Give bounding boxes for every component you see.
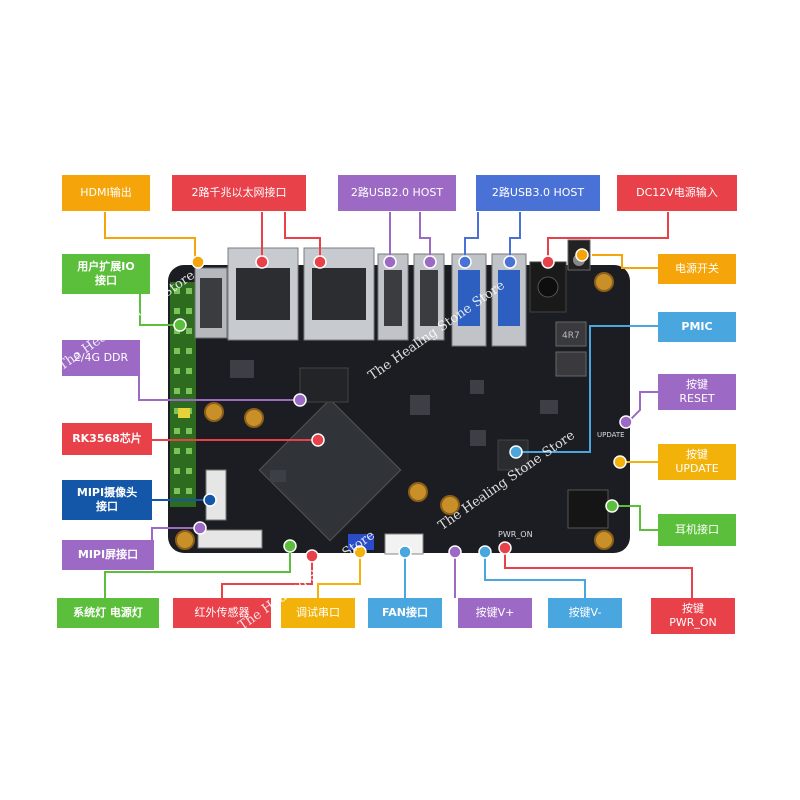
label-mipi-camera: MIPI摄像头 接口: [62, 480, 152, 520]
label-debug-uart: 调试串口: [281, 598, 355, 628]
label-ir-sensor: 红外传感器: [173, 598, 271, 628]
leader-usb3-1: [464, 212, 479, 262]
leader-ir: [221, 558, 313, 598]
debug-uart-header: [348, 534, 374, 550]
board-silk-update: UPDATE: [597, 431, 625, 439]
label-dc-power: DC12V电源输入: [617, 175, 737, 211]
smd-components: [230, 360, 558, 482]
label-volume-down: 按键V-: [548, 598, 622, 628]
leader-dc: [547, 212, 669, 262]
label-ddr: 2/4G DDR: [62, 340, 140, 376]
label-user-io: 用户扩展IO 接口: [62, 254, 150, 294]
mipi-screen-connector: [197, 529, 263, 549]
leader-sys-led: [104, 546, 291, 598]
leader-power-switch: [592, 254, 658, 269]
leader-reset: [627, 391, 658, 423]
label-reset-button: 按键 RESET: [658, 374, 736, 410]
label-rk3568: RK3568芯片: [62, 423, 152, 455]
label-pwr-on-button: 按键 PWR_ON: [651, 598, 735, 634]
board-silk-pwr-on: PWR_ON: [498, 530, 533, 539]
board-marking-4r7: 4R7: [562, 331, 580, 341]
leader-headphone: [612, 505, 658, 531]
headphone-jack: [567, 489, 609, 529]
label-system-power-led: 系统灯 电源灯: [57, 598, 159, 628]
label-update-button: 按键 UPDATE: [658, 444, 736, 480]
label-ethernet: 2路千兆以太网接口: [172, 175, 306, 211]
label-volume-up: 按键V+: [458, 598, 532, 628]
leader-pwr-on: [504, 548, 693, 598]
leader-vol-down: [484, 552, 586, 598]
leader-pmic: [516, 325, 658, 453]
leader-debug: [317, 552, 361, 598]
label-pmic: PMIC: [658, 312, 736, 342]
label-mipi-screen: MIPI屏接口: [62, 540, 154, 570]
leader-usb2-2: [419, 212, 431, 262]
gpio-yellow-jumper: [178, 408, 190, 418]
rk3568-chip: [258, 398, 402, 542]
label-usb2: 2路USB2.0 HOST: [338, 175, 456, 211]
ddr-chip: [299, 367, 349, 403]
label-hdmi-output: HDMI输出: [62, 175, 150, 211]
label-power-switch: 电源开关: [658, 254, 736, 284]
inductors: [555, 321, 587, 377]
gpio-header: [170, 282, 196, 507]
label-usb3: 2路USB3.0 HOST: [476, 175, 600, 211]
leader-ethernet-2: [284, 212, 321, 262]
leader-dots: [173, 248, 633, 563]
leader-hdmi: [104, 212, 196, 262]
leader-usb3-2: [509, 212, 521, 262]
label-headphone: 耳机接口: [658, 514, 736, 546]
mounting-holes: [175, 272, 614, 550]
label-fan: FAN接口: [368, 598, 442, 628]
